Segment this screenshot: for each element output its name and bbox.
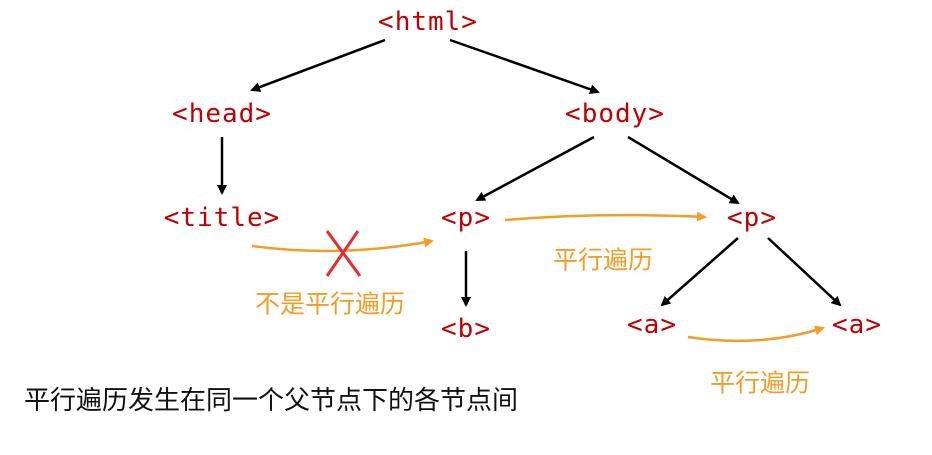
node-head: <head> xyxy=(172,99,272,129)
node-html: <html> xyxy=(378,7,478,37)
label-sibling-p: 平行遍历 xyxy=(552,245,654,275)
node-title: <title> xyxy=(163,203,281,233)
node-b: <b> xyxy=(441,314,491,344)
arrow-sibling-p xyxy=(504,211,707,222)
node-a-second: <a> xyxy=(832,310,882,340)
node-p-second: <p> xyxy=(727,203,777,233)
arrow-sibling-a xyxy=(687,325,825,343)
node-p-first: <p> xyxy=(441,203,491,233)
cross-mark xyxy=(325,230,362,277)
caption: 平行遍历发生在同一个父节点下的各节点间 xyxy=(24,386,519,416)
edge-p2-a1 xyxy=(660,237,739,307)
label-sibling-a: 平行遍历 xyxy=(709,368,811,398)
edge-body-p2 xyxy=(627,135,740,205)
edge-body-p1 xyxy=(475,135,595,202)
edge-p2-a2 xyxy=(767,237,842,307)
label-not-sibling: 不是平行遍历 xyxy=(254,289,406,319)
edge-html-head xyxy=(250,38,386,92)
node-a-first: <a> xyxy=(627,310,677,340)
node-body: <body> xyxy=(565,99,665,129)
edge-html-body xyxy=(449,38,600,95)
